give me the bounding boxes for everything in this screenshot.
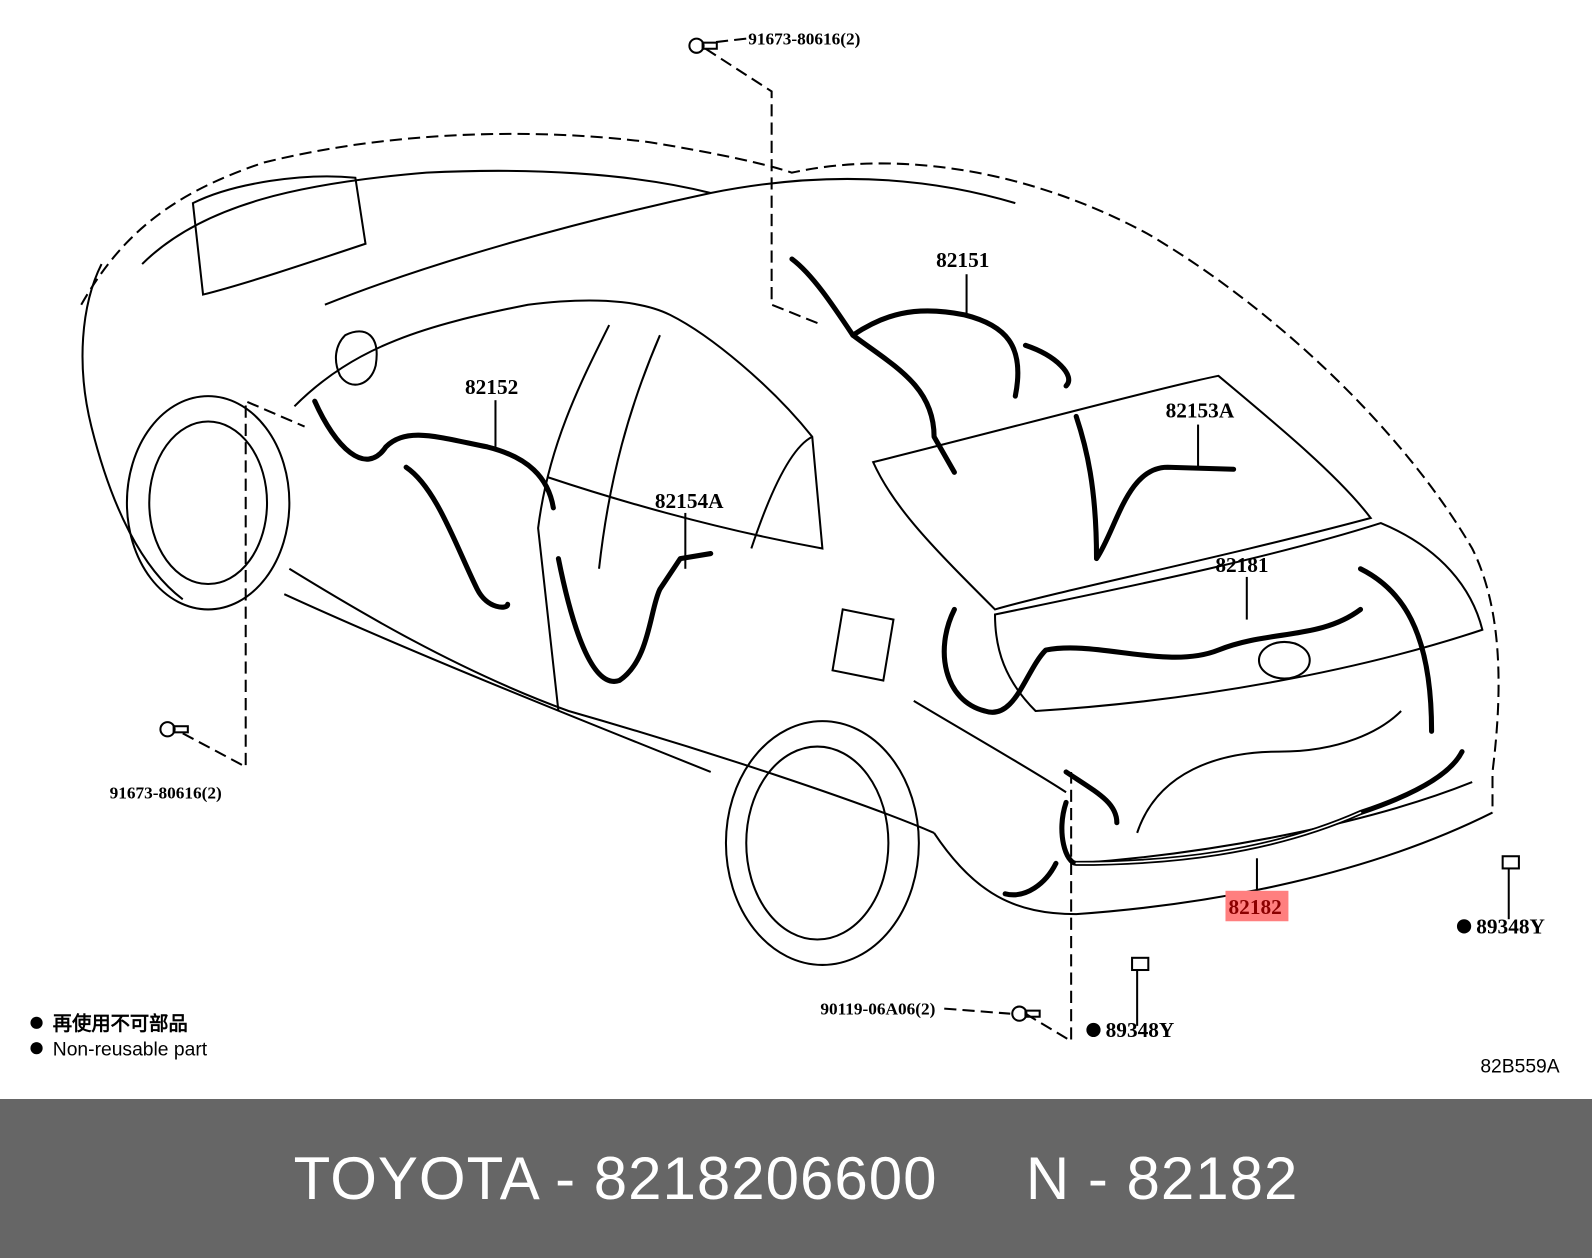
part-label-clip-bottom[interactable]: 89348Y	[1106, 1018, 1175, 1042]
part-number-caption: TOYOTA - 8218206600 N - 82182	[293, 1145, 1299, 1212]
legend-dot-icon	[30, 1042, 43, 1055]
bolt-icon-left	[159, 721, 189, 738]
legend-dot-icon	[30, 1016, 43, 1029]
parts-diagram: 91673-80616(2) 82151 82152 82153A 82154A…	[30, 30, 1560, 1078]
legend-english: Non-reusable part	[53, 1039, 208, 1060]
part-label-82152[interactable]: 82152	[465, 375, 518, 399]
non-reusable-dot-icon	[1456, 919, 1472, 934]
bolt-icon-top	[688, 37, 718, 54]
part-label-82154A[interactable]: 82154A	[655, 489, 724, 513]
figure-code: 82B559A	[1480, 1057, 1559, 1078]
bolt-icon-bottom	[1011, 1005, 1041, 1022]
car-outline	[80, 132, 1500, 966]
wire-harnesses	[312, 256, 1465, 898]
fasteners	[159, 37, 1520, 1022]
clip-icon-bottom	[1131, 956, 1150, 972]
legend-japanese: 再使用不可部品	[53, 1012, 188, 1035]
part-label-bolt-bottom[interactable]: 90119-06A06(2)	[820, 1000, 935, 1019]
part-label-82153A[interactable]: 82153A	[1166, 398, 1235, 422]
non-reusable-dot-icon	[1086, 1022, 1101, 1038]
part-label-82181[interactable]: 82181	[1215, 553, 1268, 577]
part-label-bolt-top[interactable]: 91673-80616(2)	[748, 30, 860, 49]
part-label-82151[interactable]: 82151	[936, 248, 989, 272]
leader-lines	[182, 37, 1510, 1043]
part-label-clip-right[interactable]: 89348Y	[1476, 914, 1545, 938]
part-label-82182-highlighted[interactable]: 82182	[1229, 895, 1282, 919]
part-label-bolt-left[interactable]: 91673-80616(2)	[110, 783, 222, 802]
clip-icon-right	[1501, 855, 1520, 870]
footer-banner: TOYOTA - 8218206600 N - 82182	[0, 1099, 1592, 1258]
highlight-box	[1225, 890, 1289, 922]
